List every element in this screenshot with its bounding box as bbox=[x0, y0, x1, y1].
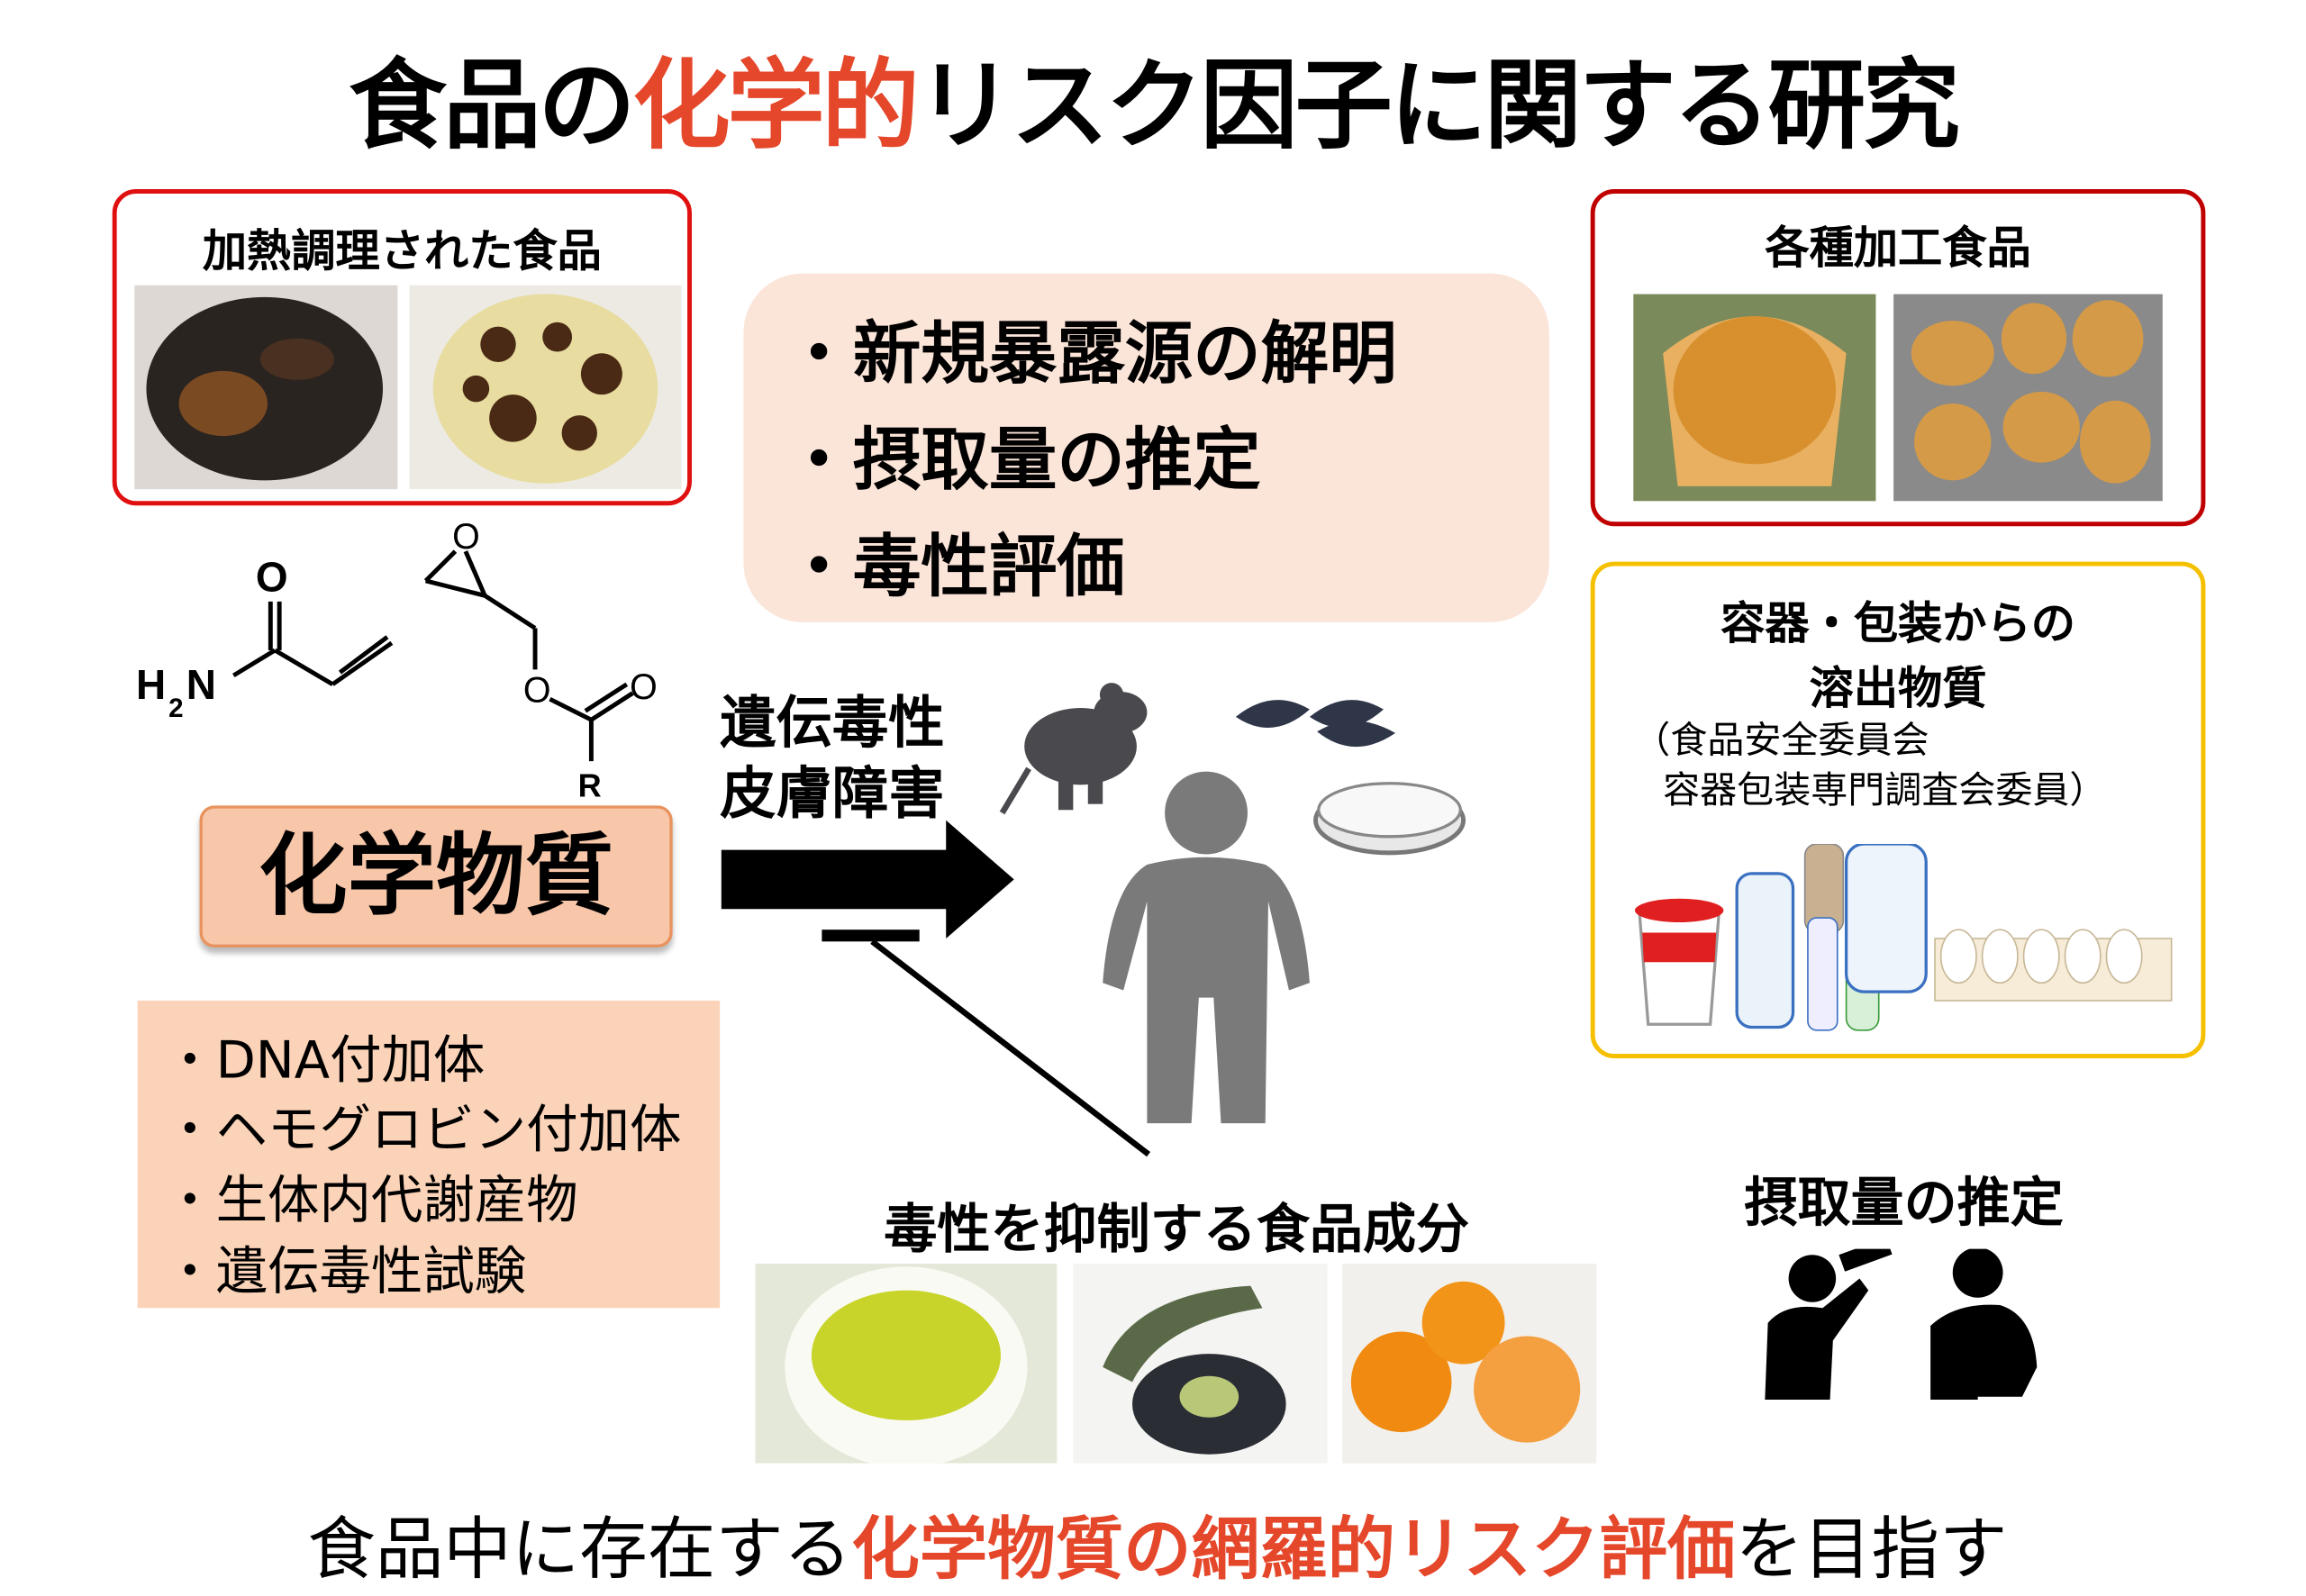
inhibition-bar bbox=[822, 929, 920, 942]
analysis-item: ・ヘモグロビン付加体 bbox=[164, 1101, 682, 1161]
container-note-line1: （食品安全委員会 bbox=[1633, 718, 1929, 762]
processed-food-title: 各種加工食品 bbox=[1765, 222, 2031, 276]
intake-title: 摂取量の推定 bbox=[1744, 1173, 2064, 1235]
processed-food-box: 各種加工食品 bbox=[1590, 189, 2206, 527]
atom-label: O bbox=[630, 667, 658, 707]
atom-label: 2 bbox=[168, 694, 183, 723]
chemical-structures: O H 2 N O O O R bbox=[136, 517, 658, 804]
inhibitors-title: 毒性を抑制する食品成分 bbox=[884, 1200, 1470, 1261]
research-item: ・新規暴露源の解明 bbox=[785, 313, 1397, 394]
analysis-list: ・DNA付加体 ・ヘモグロビン付加体 ・生体内代謝産物 ・遺伝毒性試験 bbox=[137, 1000, 721, 1309]
effect-skin-damage: 皮膚障害 bbox=[720, 761, 945, 827]
inhibition-line bbox=[870, 939, 1151, 1157]
bottom-goal-statement: 食品中に存在する化学物質の網羅的リスク評価を目指す bbox=[0, 1496, 2306, 1593]
green-tea-photo bbox=[755, 1264, 1058, 1464]
human-figure-icon bbox=[1103, 771, 1310, 1124]
atom-label: N bbox=[186, 661, 216, 708]
burnt-pancake-photo bbox=[134, 285, 398, 490]
containers-illustration bbox=[1634, 844, 2173, 1031]
title-part: 食品の bbox=[349, 49, 635, 163]
arrows bbox=[721, 820, 1151, 1157]
research-goals-box: ・新規暴露源の解明 ・摂取量の推定 ・毒性評価 bbox=[743, 273, 1549, 622]
analysis-item: ・遺伝毒性試験 bbox=[164, 1243, 527, 1302]
atom-label: O bbox=[256, 553, 288, 600]
mandarin-photo bbox=[1342, 1264, 1597, 1464]
title-highlight: 化学的 bbox=[632, 49, 919, 163]
cake-photo bbox=[1633, 294, 1876, 502]
analysis-item: ・生体内代謝産物 bbox=[164, 1172, 578, 1231]
test-models-illustration bbox=[999, 683, 1466, 1124]
atom-label: O bbox=[452, 517, 480, 557]
heated-food-box: 加熱調理された食品 bbox=[112, 189, 692, 506]
wasabi-photo bbox=[1073, 1264, 1328, 1464]
goal-highlight: 化学物質の網羅的リスク評価 bbox=[851, 1509, 1736, 1590]
container-title-line1: 容器・包装からの bbox=[1720, 598, 2075, 651]
goal-part: 食品中に存在する bbox=[307, 1509, 852, 1590]
mouse-icon bbox=[999, 683, 1148, 815]
title-part: リスク因子に関する研究 bbox=[916, 49, 1960, 163]
fried-food-photo bbox=[1893, 294, 2163, 502]
page-title: 食品の化学的リスク因子に関する研究 bbox=[0, 27, 2306, 169]
research-item: ・毒性評価 bbox=[785, 526, 1125, 606]
research-item: ・摂取量の推定 bbox=[785, 420, 1261, 500]
arrow-right-icon bbox=[721, 820, 1014, 939]
analysis-item: ・DNA付加体 bbox=[164, 1031, 486, 1092]
chemical-substance-label: 化学物質 bbox=[199, 805, 673, 948]
heated-food-title: 加熱調理された食品 bbox=[202, 226, 602, 278]
grilled-pancake-photo bbox=[409, 285, 682, 490]
atom-label: R bbox=[578, 766, 602, 803]
eating-drinking-pictogram bbox=[1765, 1248, 2038, 1401]
cells-icon bbox=[1235, 700, 1396, 748]
container-migration-box: 容器・包装からの 溶出物質 （食品安全委員会 容器包装専門調査会委員） bbox=[1590, 561, 2206, 1058]
petri-dish-icon bbox=[1313, 782, 1466, 856]
goal-part: を目指す bbox=[1735, 1509, 2008, 1590]
effect-genotoxicity: 遺伝毒性 bbox=[720, 690, 945, 756]
atom-label: H bbox=[136, 661, 166, 708]
atom-label: O bbox=[523, 670, 551, 710]
container-title-line2: 溶出物質 bbox=[1809, 663, 1987, 716]
container-note-line2: 容器包装専門調査会委員） bbox=[1663, 768, 2107, 812]
